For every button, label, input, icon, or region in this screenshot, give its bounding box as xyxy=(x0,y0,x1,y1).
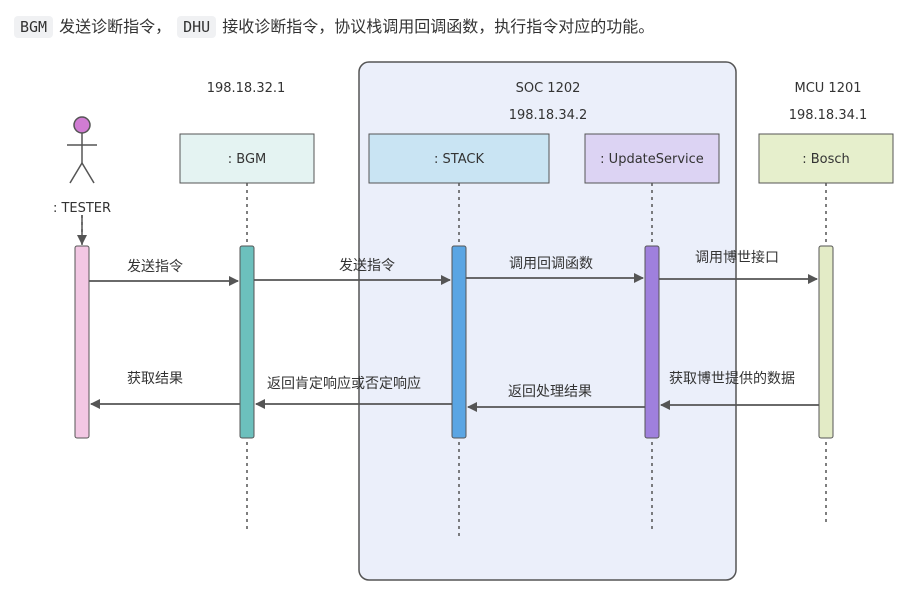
intro-text-2: 接收诊断指令，协议栈调用回调函数，执行指令对应的功能。 xyxy=(222,17,655,36)
tester-actor-icon xyxy=(67,116,97,184)
participant-stack-label: : STACK xyxy=(434,152,484,167)
activation-bgm xyxy=(239,245,255,439)
message-m3: 调用回调函数 xyxy=(509,256,593,272)
activation-stack xyxy=(451,245,467,439)
intro-text: BGM 发送诊断指令， DHU 接收诊断指令，协议栈调用回调函数，执行指令对应的功能。 xyxy=(14,14,660,40)
bgm-ip-label: 198.18.32.1 xyxy=(207,81,286,96)
mcu-name-label: MCU 1201 xyxy=(794,81,861,96)
message-m1: 发送指令 xyxy=(127,259,183,275)
mcu-ip-label: 198.18.34.1 xyxy=(789,108,868,123)
activation-tester xyxy=(74,245,90,439)
message-m2: 发送指令 xyxy=(339,258,395,274)
activation-updateservice xyxy=(644,245,660,439)
message-r1: 获取博世提供的数据 xyxy=(669,370,795,387)
tester-label: : TESTER xyxy=(53,201,111,216)
soc-group-box xyxy=(358,61,737,581)
message-r2: 返回处理结果 xyxy=(508,384,592,400)
participant-updateservice-box xyxy=(584,133,720,184)
participant-bosch-box xyxy=(758,133,894,184)
message-m4: 调用博世接口 xyxy=(695,249,779,266)
participant-bgm-box xyxy=(179,133,315,184)
code-dhu: DHU xyxy=(177,16,217,38)
message-r4: 获取结果 xyxy=(127,371,183,387)
participant-bosch-label: : Bosch xyxy=(802,152,850,167)
code-bgm: BGM xyxy=(14,16,54,38)
participant-stack-box xyxy=(368,133,550,184)
activation-bosch xyxy=(818,245,834,439)
participant-updateservice-label: : UpdateService xyxy=(600,152,704,167)
message-r3: 返回肯定响应或否定响应 xyxy=(267,375,421,392)
soc-group-ip: 198.18.34.2 xyxy=(509,108,588,123)
participant-bgm-label: : BGM xyxy=(228,152,267,167)
intro-text-1: 发送诊断指令， xyxy=(59,17,172,36)
soc-group-name: SOC 1202 xyxy=(516,81,581,96)
